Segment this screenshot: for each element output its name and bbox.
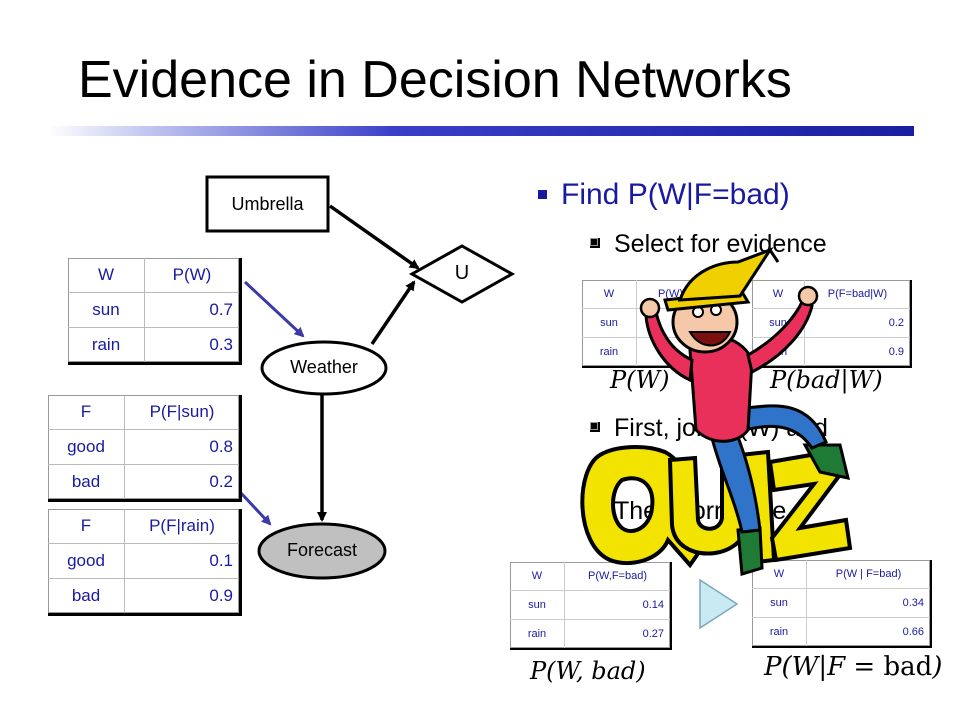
cpt-cell: 0.34 bbox=[806, 588, 931, 618]
formula-posterior: P(W|F = bad) bbox=[764, 652, 942, 682]
mouth-icon bbox=[688, 331, 732, 347]
cpt-header: W bbox=[603, 288, 615, 300]
cpt-header: P(W) bbox=[144, 258, 241, 293]
boot-icon bbox=[736, 526, 764, 576]
bullet-select-text: Select for evidence bbox=[614, 230, 827, 258]
cpt-header: W bbox=[531, 570, 543, 582]
cpt-header: P(F=bad|W) bbox=[804, 280, 911, 309]
arrow-pf-to-forecast bbox=[238, 490, 272, 526]
cpt-cell: good bbox=[48, 429, 125, 465]
cpt-cell: sun bbox=[752, 588, 807, 618]
umbrella-label: Umbrella bbox=[231, 194, 304, 214]
cpt-cell: sun bbox=[510, 590, 565, 620]
cpt-header: P(F|sun) bbox=[124, 395, 241, 430]
forecast-node bbox=[257, 522, 387, 580]
cpt-cell: bad bbox=[48, 464, 125, 501]
cpt-header: P(F|rain) bbox=[124, 509, 241, 544]
formula-posterior-value: bad bbox=[883, 652, 933, 682]
cpt-cell: 0.9 bbox=[804, 337, 911, 367]
formula-posterior-suffix: ) bbox=[932, 652, 943, 682]
forecast-label: Forecast bbox=[286, 540, 358, 560]
bullet-find: Find P(W|F=bad) bbox=[538, 178, 790, 212]
weather-node bbox=[260, 340, 388, 396]
slide-title: Evidence in Decision Networks bbox=[78, 51, 792, 109]
arrow-umbrella-utility bbox=[328, 204, 420, 270]
cpt-cell: rain bbox=[510, 619, 565, 649]
arrow-pw-to-weather bbox=[243, 280, 305, 338]
cpt-cell: rain bbox=[582, 337, 637, 367]
cpt-cell: good bbox=[48, 543, 125, 579]
cpt-header: F bbox=[80, 516, 92, 535]
bullet-find-text: Find P(W|F=bad) bbox=[561, 178, 790, 211]
cpt-cell: 0.1 bbox=[124, 543, 241, 579]
next-arrow-icon bbox=[699, 578, 739, 630]
cpt-header: P(W,F=bad) bbox=[564, 562, 671, 591]
leg-icon bbox=[710, 430, 762, 534]
cpt-cell: 0.66 bbox=[806, 617, 931, 647]
cpt-cell: 0.8 bbox=[124, 429, 241, 465]
formula-pbad: P(bad|W) bbox=[770, 366, 883, 394]
cpt-cell: rain bbox=[68, 327, 145, 364]
cpt-cell: 0.14 bbox=[564, 590, 671, 620]
title-underline bbox=[48, 126, 914, 136]
utility-label: U bbox=[454, 262, 470, 284]
hat-icon bbox=[677, 246, 774, 302]
formula-pw: P(W) bbox=[610, 366, 670, 394]
bullet-square-icon bbox=[590, 422, 600, 433]
cpt-header: P(W | F=bad) bbox=[806, 560, 931, 589]
umbrella-node bbox=[205, 175, 330, 233]
cpt-cell: sun bbox=[582, 308, 637, 338]
arm-icon bbox=[746, 297, 814, 375]
cpt-cell: sun bbox=[68, 292, 145, 328]
arrow-weather-utility bbox=[370, 280, 416, 345]
cpt-cell: 0.9 bbox=[124, 578, 241, 615]
cpt-cell: 0.7 bbox=[144, 292, 241, 328]
cpt-cell: 0.2 bbox=[804, 308, 911, 338]
cpt-cell: 0.3 bbox=[144, 327, 241, 364]
cpt-header: W bbox=[772, 288, 784, 300]
quiz-letters-icon bbox=[580, 444, 853, 569]
bullet-square-icon bbox=[590, 238, 600, 249]
hat-tassel-icon bbox=[768, 249, 780, 263]
cpt-cell: bad bbox=[48, 578, 125, 615]
formula-joint: P(W, bad) bbox=[530, 657, 646, 685]
hand-icon bbox=[797, 285, 819, 307]
cpt-header: W bbox=[97, 265, 115, 284]
cpt-cell: rain bbox=[752, 617, 807, 647]
utility-node bbox=[408, 244, 516, 304]
cpt-cell: 0.27 bbox=[564, 619, 671, 649]
bullet-select: Select for evidence bbox=[590, 230, 827, 259]
weather-label: Weather bbox=[290, 357, 358, 377]
boot-icon bbox=[802, 443, 851, 480]
hand-icon bbox=[639, 297, 661, 319]
cpt-header: F bbox=[80, 402, 92, 421]
bullet-square-icon bbox=[538, 189, 547, 199]
cpt-cell: 0.2 bbox=[124, 464, 241, 501]
cpt-header: W bbox=[773, 568, 785, 580]
formula-posterior-prefix: P(W|F = bbox=[764, 652, 884, 682]
